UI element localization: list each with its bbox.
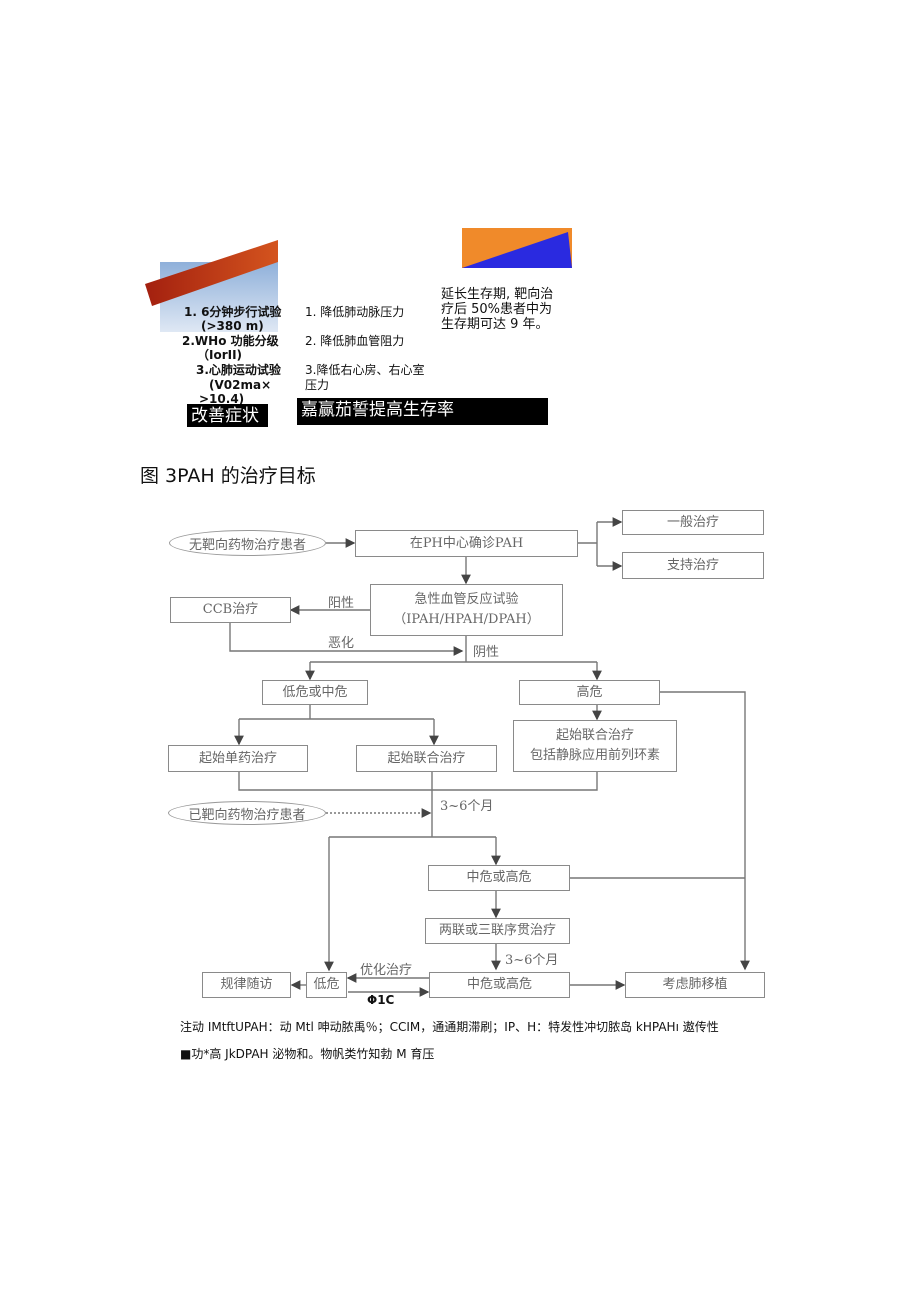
node-untreated-patients: 无靶向药物治疗患者 <box>169 530 326 556</box>
goal-item-1b: (>380 m) <box>201 319 264 333</box>
banner-improve-symptoms: 改善症状 <box>187 404 268 427</box>
figure-caption: 图 3PAH 的治疗目标 <box>140 465 316 487</box>
node-low-mid-risk: 低危或中危 <box>262 680 368 705</box>
node-ccb: CCB治疗 <box>170 597 291 623</box>
goal-item-3c: >10.4) <box>199 392 245 406</box>
right-text-3: 生存期可达 9 年。 <box>441 317 549 332</box>
label-optimize: 优化治疗 <box>360 963 413 978</box>
label-months-2: 3~6个月 <box>505 953 559 968</box>
line-test-negative <box>310 636 597 663</box>
node-diagnose: 在PH中心确诊PAH <box>355 530 578 557</box>
label-positive: 阳性 <box>328 596 355 611</box>
vaso-test-line2: （IPAH/HPAH/DPAH） <box>393 612 540 627</box>
line-high-to-transplant <box>660 691 750 971</box>
node-mid-high-2: 中危或高危 <box>429 972 570 998</box>
node-support-treatment: 支持治疗 <box>622 552 764 579</box>
goal-item-2b: （IorII) <box>197 348 243 362</box>
node-transplant: 考虑肺移植 <box>625 972 765 998</box>
vaso-test-line1: 急性血管反应试验 <box>414 592 519 607</box>
blue-wedge <box>462 232 572 268</box>
high-combo-line1: 起始联合治疗 <box>555 728 634 743</box>
mid-item-3: 3.降低右心房、右心室 <box>305 363 425 377</box>
high-combo-line2: 包括静脉应用前列环素 <box>529 748 660 763</box>
line-merge-bottom <box>238 772 598 837</box>
goal-item-1: 1. 6分钟步行试验 <box>184 305 282 319</box>
node-high-risk: 高危 <box>519 680 660 705</box>
mid-item-2: 2. 降低肺血管阻力 <box>305 334 405 348</box>
goal-item-3b: (V02ma× <box>209 378 272 392</box>
right-text-1: 延长生存期, 靶向治 <box>441 287 554 302</box>
goal-item-3: 3.心肺运动试验 <box>196 363 281 377</box>
node-high-combo: 起始联合治疗 包括静脉应用前列环素 <box>513 720 677 772</box>
banner-survival: 嘉赢茄誓提高生存率 <box>297 398 548 425</box>
mid-item-1: 1. 降低肺动脉压力 <box>305 305 405 319</box>
line-diagnose-branch <box>578 522 598 566</box>
node-treated-patients: 已靶向药物治疗患者 <box>168 801 326 825</box>
goal-item-2: 2.WHo 功能分级 <box>182 334 279 348</box>
ribbon-graphics <box>145 228 572 306</box>
line-ccb-worsen <box>229 623 464 656</box>
node-follow-up: 规律随访 <box>202 972 291 998</box>
line-lowmid-split <box>239 705 434 720</box>
node-mono-therapy: 起始单药治疗 <box>168 745 308 772</box>
node-mid-high-1: 中危或高危 <box>428 865 570 891</box>
figure-label: Φ1C <box>367 993 395 1007</box>
label-negative: 阴性 <box>473 645 500 660</box>
red-ribbon <box>145 240 278 306</box>
note-line-2: ■功*高 JkDPAH 泌物和。物帆类竹知勃 M 育压 <box>180 1047 435 1061</box>
label-months-1: 3~6个月 <box>440 799 494 814</box>
node-combo-therapy: 起始联合治疗 <box>356 745 497 772</box>
node-low-risk: 低危 <box>306 972 347 998</box>
label-worsen: 恶化 <box>328 636 355 651</box>
node-general-treatment: 一般治疗 <box>622 510 764 535</box>
note-line-1: 注动 IMtftUPAH：动 Mtl 呻动脓禹％；CCIM，通通期滞刷；IP、H… <box>180 1020 719 1034</box>
right-text-2: 疗后 50%患者中为 <box>441 302 553 317</box>
node-vaso-test: 急性血管反应试验 （IPAH/HPAH/DPAH） <box>370 584 563 636</box>
node-sequential: 两联或三联序贯治疗 <box>425 918 570 944</box>
mid-item-3b: 压力 <box>305 378 330 392</box>
